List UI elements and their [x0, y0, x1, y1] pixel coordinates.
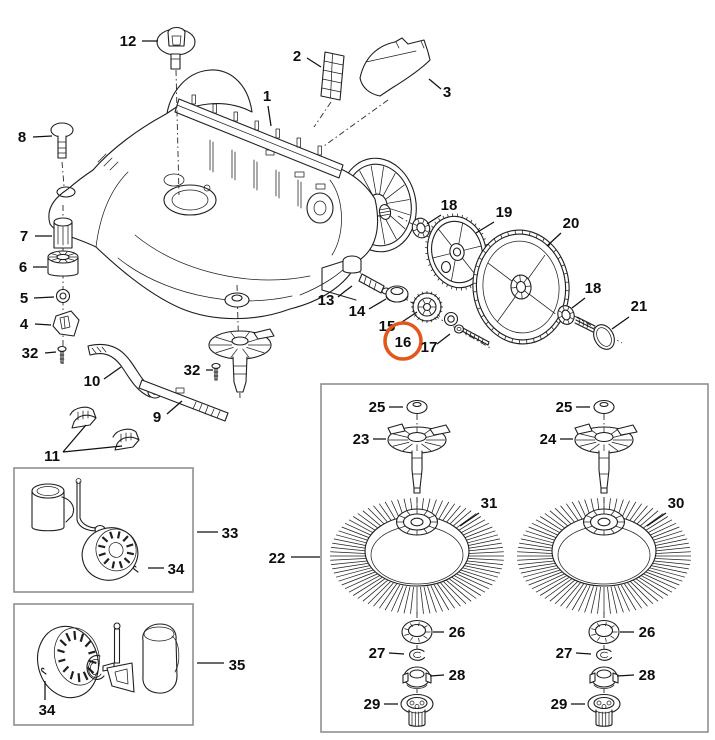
bearing-part-18b	[557, 305, 575, 325]
wheel-part-20	[472, 229, 570, 345]
kit-33-contents	[31, 478, 139, 581]
rail-part-9	[138, 379, 229, 422]
callout-24: 24	[540, 431, 557, 448]
nut-part-5	[55, 288, 71, 304]
inset-box-35	[13, 603, 194, 726]
callout-27a: 27	[369, 645, 386, 662]
callout-33: 33	[222, 525, 239, 542]
wheel-hub	[378, 204, 392, 220]
callout-29b: 29	[551, 696, 568, 713]
callout-19: 19	[496, 204, 513, 221]
bearing-part-18a	[411, 217, 431, 239]
callout-15: 15	[379, 318, 396, 335]
callout-7: 7	[20, 228, 28, 245]
screw-part-17	[453, 324, 490, 346]
clips-part-11	[69, 406, 140, 451]
callout-31: 31	[481, 495, 498, 512]
brush-assembly-right	[516, 399, 692, 727]
callout-12: 12	[120, 33, 137, 50]
grid-plate-part-2	[313, 51, 345, 128]
roller-35	[37, 625, 100, 699]
bushing-part-13	[321, 255, 391, 301]
callout-25b: 25	[556, 399, 573, 416]
callout-16-highlighted[interactable]: 16	[383, 321, 423, 361]
screw-part-32b	[211, 362, 221, 381]
callout-28b: 28	[639, 667, 656, 684]
nut-part-14	[385, 285, 409, 303]
callout-18b: 18	[585, 280, 602, 297]
knob-bolt-part-8	[50, 122, 74, 187]
wheel-train	[397, 213, 623, 350]
axle-small-parts	[321, 255, 493, 350]
callout-34a: 34	[168, 561, 185, 578]
callout-17: 17	[421, 339, 438, 356]
brush-assembly-left	[329, 399, 505, 727]
callout-5: 5	[20, 290, 28, 307]
callout-34b: 34	[39, 702, 56, 719]
callout-3: 3	[443, 84, 451, 101]
callout-4: 4	[20, 316, 29, 333]
deck-body	[48, 103, 379, 320]
callout-1: 1	[263, 88, 271, 105]
axle-bolt-part-21	[574, 316, 615, 350]
deflector-part-3	[323, 37, 431, 147]
callout-21: 21	[631, 298, 648, 315]
under-deck-spindle	[208, 284, 275, 399]
callout-8: 8	[18, 129, 26, 146]
callout-labels: 12 8 1 2 3 7 6 5 4 32 10 9 11 32 13 14 1…	[18, 33, 685, 719]
callout-32a: 32	[22, 345, 39, 362]
callout-30: 30	[668, 495, 685, 512]
callout-9: 9	[153, 409, 161, 426]
screw-part-32a	[57, 345, 67, 364]
callout-26b: 26	[639, 624, 656, 641]
callout-13: 13	[318, 292, 335, 309]
cup-35	[142, 623, 180, 694]
leader-lines	[32, 40, 667, 705]
drum-part-6	[47, 250, 79, 277]
knob-part-12	[156, 26, 196, 196]
kit-35-contents	[37, 622, 180, 700]
inset-box-33	[13, 467, 194, 593]
bearing-part-16	[443, 311, 459, 327]
callout-10: 10	[84, 373, 101, 390]
inset-box-22	[320, 383, 709, 733]
callout-26a: 26	[449, 624, 466, 641]
highlight-circle	[383, 321, 423, 361]
callout-18a: 18	[441, 197, 458, 214]
callout-28a: 28	[449, 667, 466, 684]
callout-2: 2	[293, 48, 301, 65]
callout-14: 14	[349, 303, 366, 320]
gear-part-15	[411, 291, 443, 323]
callout-11: 11	[44, 448, 60, 465]
callout-23: 23	[353, 431, 370, 448]
left-parts-column	[47, 205, 80, 366]
clip-part-4	[52, 310, 80, 337]
callout-22: 22	[269, 550, 286, 567]
callout-16: 16	[395, 334, 412, 351]
callout-35: 35	[229, 657, 246, 674]
callout-25a: 25	[369, 399, 386, 416]
callout-27b: 27	[556, 645, 573, 662]
callout-20: 20	[563, 215, 580, 232]
callout-32b: 32	[184, 362, 201, 379]
bushing-part-7	[53, 217, 73, 249]
callout-6: 6	[19, 259, 27, 276]
callout-29a: 29	[364, 696, 381, 713]
top-rail-part-1	[174, 94, 344, 179]
roller-33	[81, 527, 139, 581]
key-tool-35	[102, 622, 135, 693]
